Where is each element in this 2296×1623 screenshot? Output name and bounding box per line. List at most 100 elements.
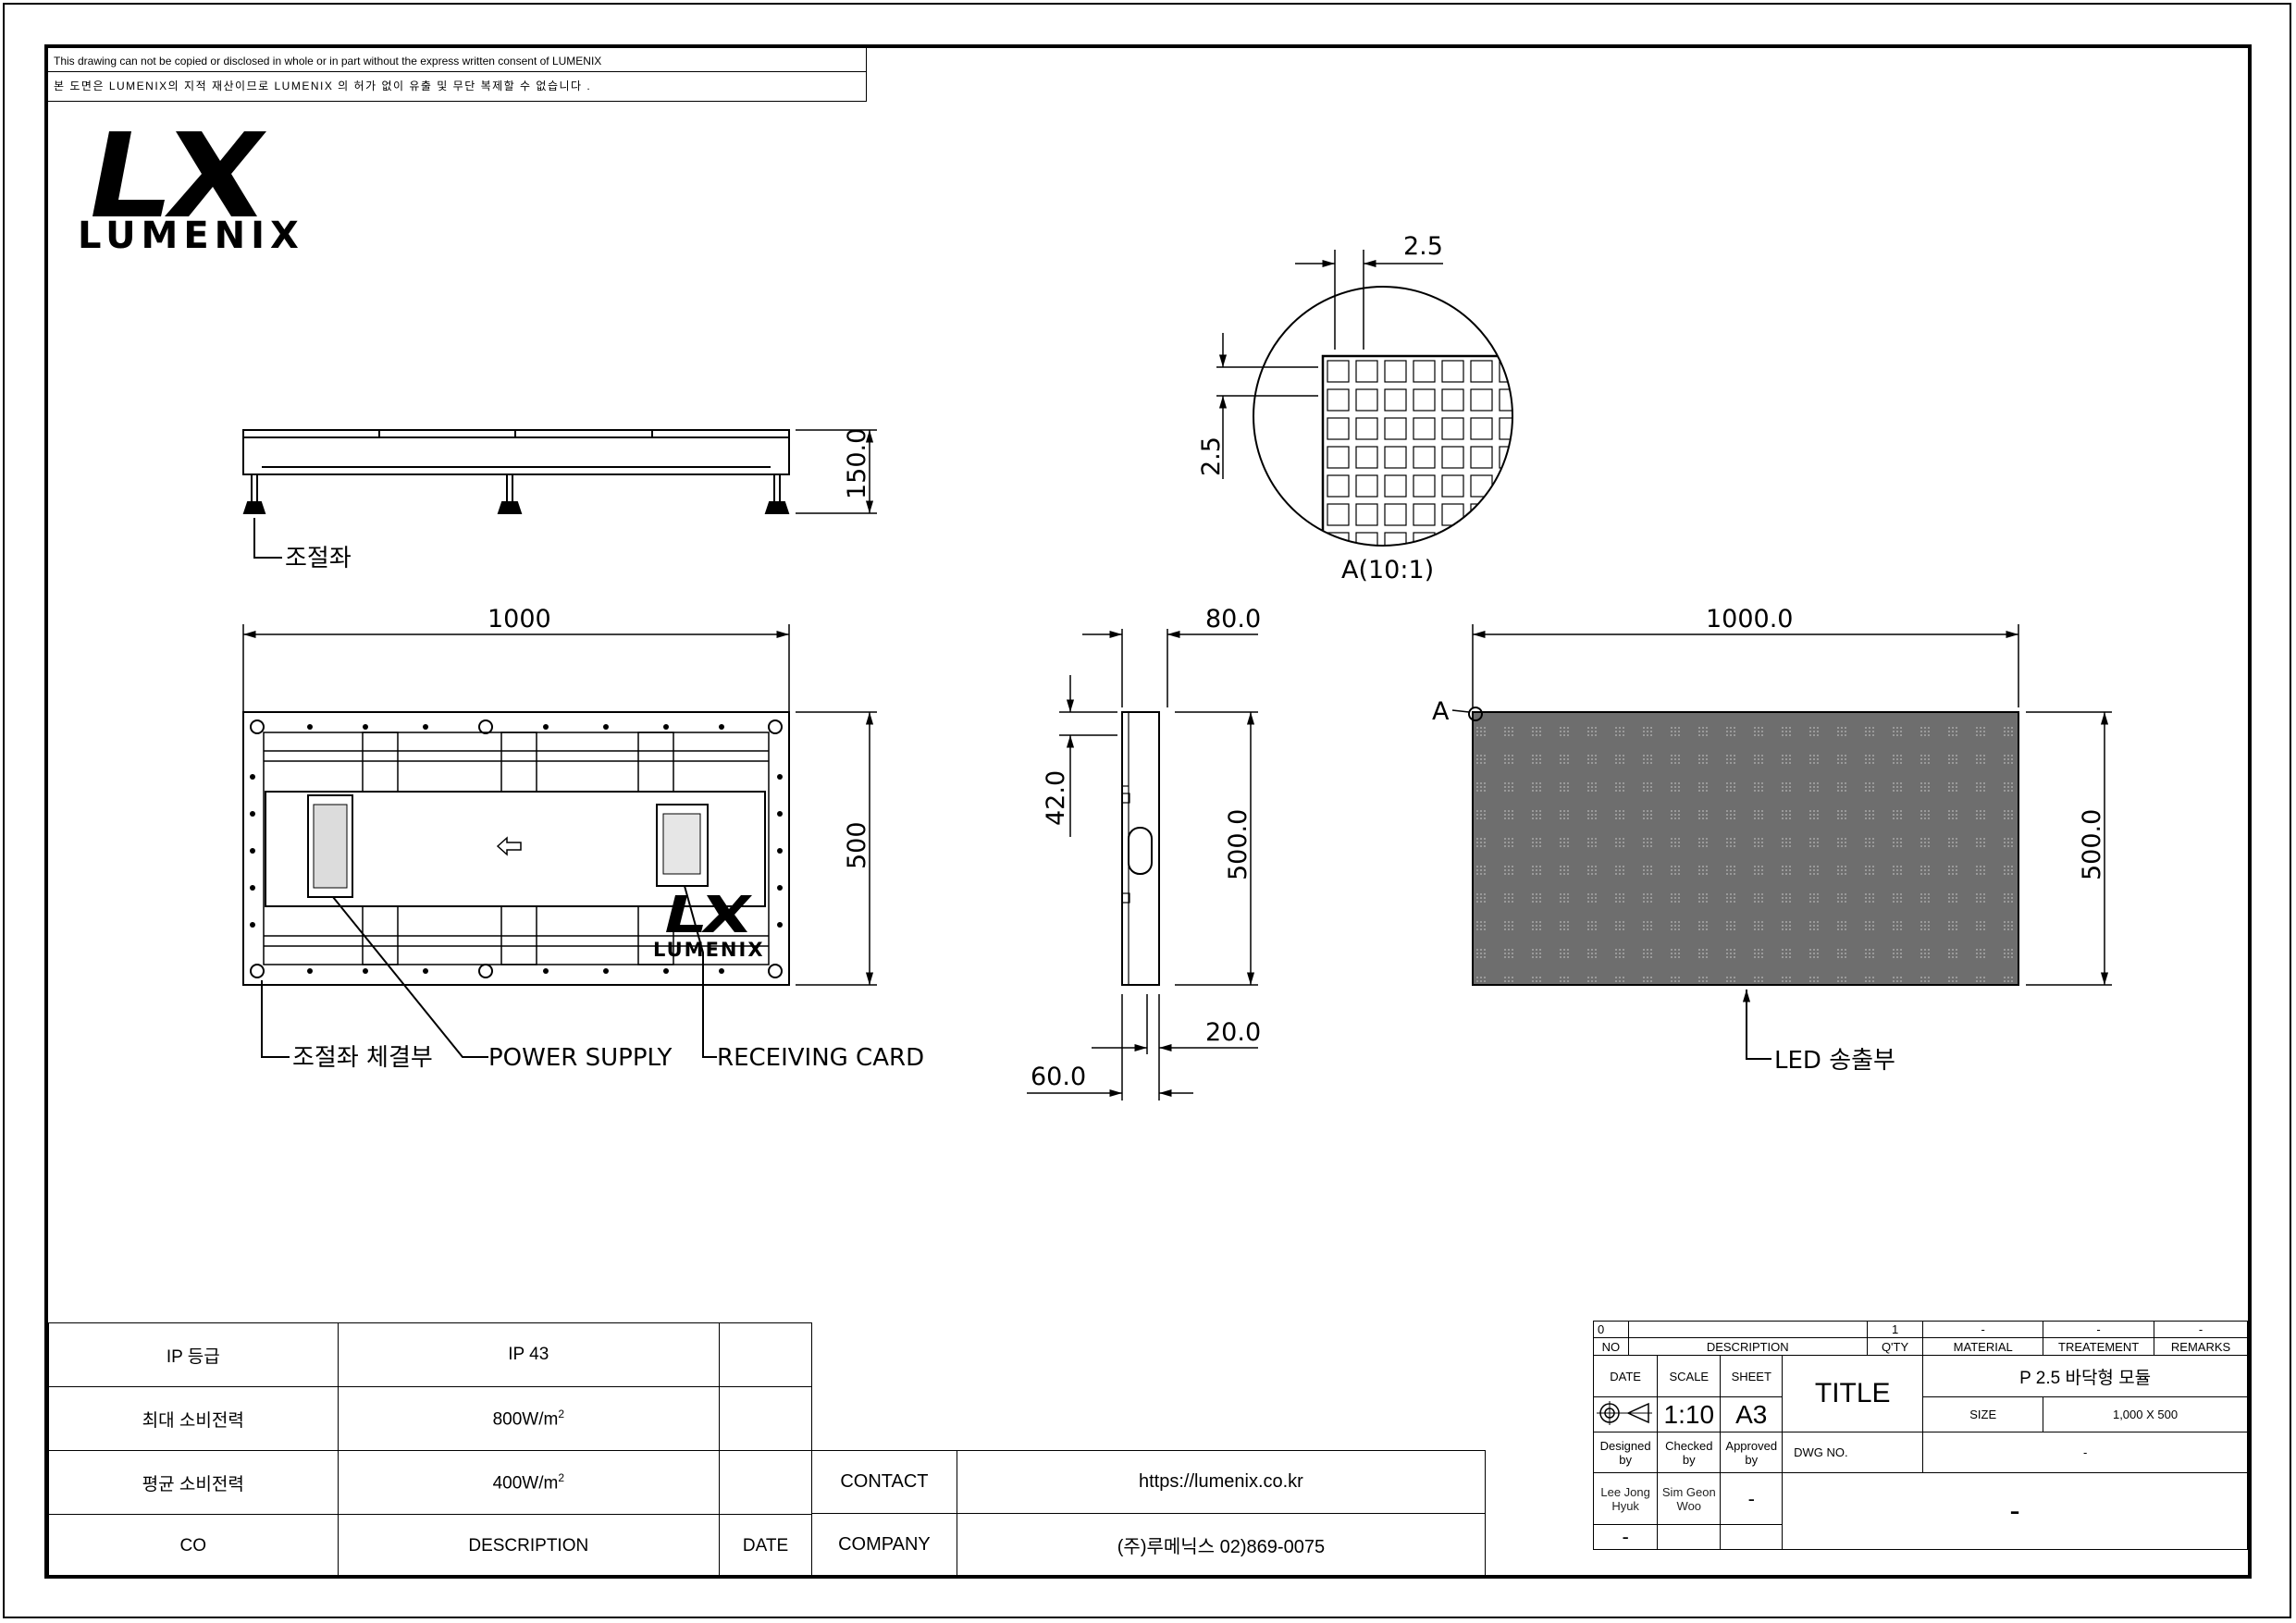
detail-pitch-x: 2.5 xyxy=(1403,232,1443,261)
callout-power-supply: POWER SUPPLY xyxy=(488,1044,673,1072)
date-value: - xyxy=(1592,1524,1659,1550)
inner-border xyxy=(44,44,2252,1579)
contact-url[interactable]: https://lumenix.co.kr xyxy=(956,1450,1487,1514)
led-cell xyxy=(1470,417,1493,440)
rear-height-dim: 500 xyxy=(843,821,871,869)
led-cell xyxy=(1355,446,1378,469)
spec-label: CO xyxy=(48,1514,339,1579)
contact-table: CONTACT https://lumenix.co.kr COMPANY (주… xyxy=(811,1450,1487,1577)
rev-material: - xyxy=(1922,1321,2044,1338)
front-width-dim: 1000.0 xyxy=(1706,605,1793,633)
spec-extra xyxy=(719,1386,812,1451)
front-led-callout: LED 송출부 xyxy=(1774,1047,1895,1075)
approver-name: - xyxy=(1720,1472,1784,1525)
spec-value: 400W/m xyxy=(492,1473,559,1494)
spec-value-cell: 800W/m2 xyxy=(337,1386,721,1451)
led-cell xyxy=(1441,532,1464,546)
designer-name: Lee Jong Hyuk xyxy=(1592,1472,1659,1525)
led-cell xyxy=(1413,360,1436,383)
led-cell xyxy=(1327,388,1350,412)
company-value: (주)루메닉스 02)869-0075 xyxy=(956,1513,1487,1577)
spec-label: IP 등급 xyxy=(48,1322,339,1387)
header-sheet: SHEET xyxy=(1720,1355,1784,1397)
front-marker: A xyxy=(1432,697,1450,726)
spec-unit-sup: 2 xyxy=(558,1407,565,1420)
size-value: 1,000 X 500 xyxy=(2043,1396,2248,1432)
company-label: COMPANY xyxy=(811,1513,957,1577)
side-view xyxy=(242,429,877,559)
spec-label: 평균 소비전력 xyxy=(48,1450,339,1515)
contact-label: CONTACT xyxy=(811,1450,957,1514)
callout-foot-joint: 조절좌 체결부 xyxy=(292,1044,433,1072)
led-cell xyxy=(1327,503,1350,526)
rev-remarks: - xyxy=(2154,1321,2248,1338)
spec-row: 최대 소비전력 800W/m2 xyxy=(48,1386,812,1451)
spec-extra xyxy=(719,1322,812,1387)
led-cell xyxy=(1355,417,1378,440)
section-view xyxy=(1027,629,1258,1100)
rev-qty: 1 xyxy=(1866,1321,1924,1338)
adjustable-foot xyxy=(497,473,523,514)
third-angle-projection-icon xyxy=(1597,1401,1653,1425)
led-cell xyxy=(1470,360,1493,383)
led-cell xyxy=(1327,417,1350,440)
spec-value: IP 43 xyxy=(337,1322,721,1387)
side-height-dim: 150.0 xyxy=(843,428,871,499)
spec-extra xyxy=(719,1450,812,1515)
spec-label: 최대 소비전력 xyxy=(48,1386,339,1451)
checker-name: Sim Geon Woo xyxy=(1657,1472,1722,1525)
led-cell xyxy=(1499,503,1512,526)
led-cell xyxy=(1384,417,1407,440)
rear-view xyxy=(242,624,877,1058)
led-cell xyxy=(1384,388,1407,412)
adjustable-foot xyxy=(242,473,266,514)
led-cell xyxy=(1470,532,1493,546)
rev-treatment: - xyxy=(2043,1321,2155,1338)
callout-receiving-card: RECEIVING CARD xyxy=(717,1044,924,1072)
lumenix-logo-mark xyxy=(93,131,266,216)
led-cell xyxy=(1355,474,1378,498)
spec-row: CO DESCRIPTION DATE xyxy=(48,1514,812,1579)
rev-desc xyxy=(1627,1321,1868,1338)
led-cell xyxy=(1355,503,1378,526)
front-view xyxy=(1451,624,2112,1060)
led-cell xyxy=(1413,474,1436,498)
led-cell xyxy=(1384,503,1407,526)
side-foot-callout: 조절좌 xyxy=(285,545,352,572)
section-height-dim: 500.0 xyxy=(1224,809,1253,880)
led-cell xyxy=(1384,360,1407,383)
lumenix-logo-word: LUMENIX xyxy=(78,215,304,257)
section-bottom-dim-a: 20.0 xyxy=(1205,1018,1261,1047)
led-cell xyxy=(1413,446,1436,469)
led-cell xyxy=(1413,388,1436,412)
notice-english: This drawing can not be copied or disclo… xyxy=(54,55,602,68)
section-left-dim: 42.0 xyxy=(1042,770,1070,826)
title-block: 0 1 - - - NO DESCRIPTION Q'TY MATERIAL T… xyxy=(1592,1321,2248,1550)
header-treatment: TREATEMENT xyxy=(2043,1337,2155,1356)
led-cell xyxy=(1384,474,1407,498)
rear-inner-logo xyxy=(666,895,752,932)
notice-korean: 본 도면은 LUMENIX의 지적 재산이므로 LUMENIX 의 허가 없이 … xyxy=(54,80,592,92)
led-cell xyxy=(1355,388,1378,412)
led-cell xyxy=(1441,388,1464,412)
sheet-value: A3 xyxy=(1720,1396,1784,1432)
detail-pitch-y: 2.5 xyxy=(1197,436,1226,476)
detail-label: A(10:1) xyxy=(1341,556,1434,584)
section-top-dim: 80.0 xyxy=(1205,605,1261,633)
led-cell xyxy=(1441,474,1464,498)
led-cell xyxy=(1470,446,1493,469)
dwg-label: DWG NO. xyxy=(1782,1432,1924,1473)
scale-value: 1:10 xyxy=(1657,1396,1722,1432)
spec-row: IP 등급 IP 43 xyxy=(48,1322,812,1387)
header-no: NO xyxy=(1593,1337,1629,1356)
led-cell xyxy=(1470,388,1493,412)
led-cell xyxy=(1327,474,1350,498)
led-cell xyxy=(1441,360,1464,383)
dwg-value: - xyxy=(1922,1432,2248,1473)
header-scale: SCALE xyxy=(1657,1355,1722,1397)
rear-bolts xyxy=(250,724,783,974)
led-cell xyxy=(1384,446,1407,469)
led-cell xyxy=(1327,360,1350,383)
led-cell xyxy=(1413,503,1436,526)
